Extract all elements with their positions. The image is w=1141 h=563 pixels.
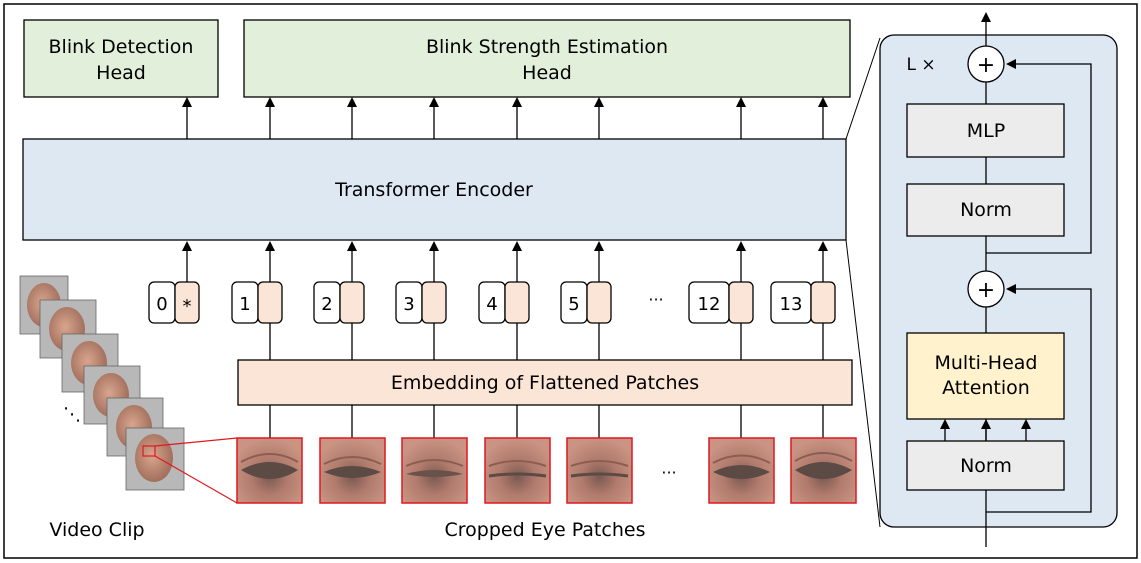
eye-patch-image	[401, 437, 468, 504]
token-index: 13	[780, 294, 803, 315]
add-node-bottom: +	[967, 270, 1005, 308]
crop-zoom-line-bottom	[154, 455, 238, 504]
cls-marker: *	[183, 296, 192, 317]
eye-patch-image	[790, 437, 857, 504]
patch-token-1: 1	[231, 281, 283, 324]
token-index: 5	[568, 294, 579, 315]
eye-patch-image	[319, 437, 386, 504]
token-index: 3	[403, 294, 414, 315]
patch-token-2: 2	[313, 281, 365, 324]
eye-patch-image	[484, 437, 551, 504]
token-index: 2	[321, 294, 332, 315]
zoom-connector-bottom	[845, 239, 881, 528]
encoder-to-head-arrows	[182, 97, 828, 139]
token-index: 4	[486, 294, 497, 315]
cropped-patches-caption: Cropped Eye Patches	[445, 519, 646, 541]
video-clip-frames	[19, 275, 185, 491]
norm-top-box: Norm	[906, 183, 1065, 237]
eye-patch-image	[566, 437, 633, 504]
strength-head-line1: Blink Strength Estimation	[426, 36, 668, 58]
patch-token-12: 12	[688, 281, 754, 324]
crop-zoom-line-top	[154, 437, 238, 447]
mlp-label: MLP	[967, 120, 1005, 142]
cropped-eye-patches	[236, 437, 857, 504]
patch-token-13: 13	[770, 281, 836, 324]
token-ellipsis: ···	[648, 290, 663, 309]
norm-bottom-box: Norm	[906, 440, 1065, 491]
cls-index: 0	[156, 294, 167, 315]
norm-top-label: Norm	[960, 199, 1012, 221]
encoder-label: Transformer Encoder	[334, 179, 533, 201]
blink-detection-head: Blink Detection Head	[23, 19, 219, 98]
mlp-box: MLP	[906, 103, 1065, 158]
attention-line1: Multi-Head	[935, 352, 1038, 374]
cls-token: 0 *	[148, 281, 200, 324]
encoder-block-detail: L × MLP Norm Multi-Head Attenti	[879, 12, 1118, 547]
add-node-top: +	[967, 45, 1005, 83]
transformer-encoder: Transformer Encoder	[22, 138, 847, 241]
embedding-to-token-lines	[269, 323, 824, 360]
video-frame	[125, 427, 185, 491]
eye-patch-image	[236, 437, 303, 504]
figure-frame	[3, 3, 1138, 559]
detection-head-line1: Blink Detection	[49, 36, 194, 58]
add-symbol: +	[977, 53, 995, 78]
zoom-connector-top	[845, 37, 881, 140]
patch-token-3: 3	[395, 281, 447, 324]
token-to-encoder-arrows	[182, 241, 828, 282]
patch-token-4: 4	[478, 281, 530, 324]
embedding-label: Embedding of Flattened Patches	[391, 372, 699, 394]
blink-strength-head: Blink Strength Estimation Head	[243, 19, 851, 98]
patch-ellipsis: ···	[661, 463, 676, 482]
embedding-block: Embedding of Flattened Patches	[237, 359, 853, 406]
patch-token-5: 5	[560, 281, 612, 324]
strength-head-line2: Head	[522, 62, 572, 84]
frames-ellipsis: ⋱	[63, 404, 81, 425]
eye-patch-image	[708, 437, 775, 504]
attention-box: Multi-Head Attention	[906, 332, 1065, 420]
patch-to-embedding-lines	[269, 405, 824, 438]
crop-box	[142, 445, 156, 457]
video-clip-caption: Video Clip	[49, 519, 144, 541]
add-symbol: +	[977, 278, 995, 303]
token-index: 1	[239, 294, 250, 315]
attention-line2: Attention	[942, 377, 1030, 399]
detection-head-line2: Head	[96, 62, 146, 84]
token-index: 12	[698, 294, 721, 315]
norm-bottom-label: Norm	[960, 455, 1012, 477]
repeat-label: L ×	[906, 55, 935, 75]
